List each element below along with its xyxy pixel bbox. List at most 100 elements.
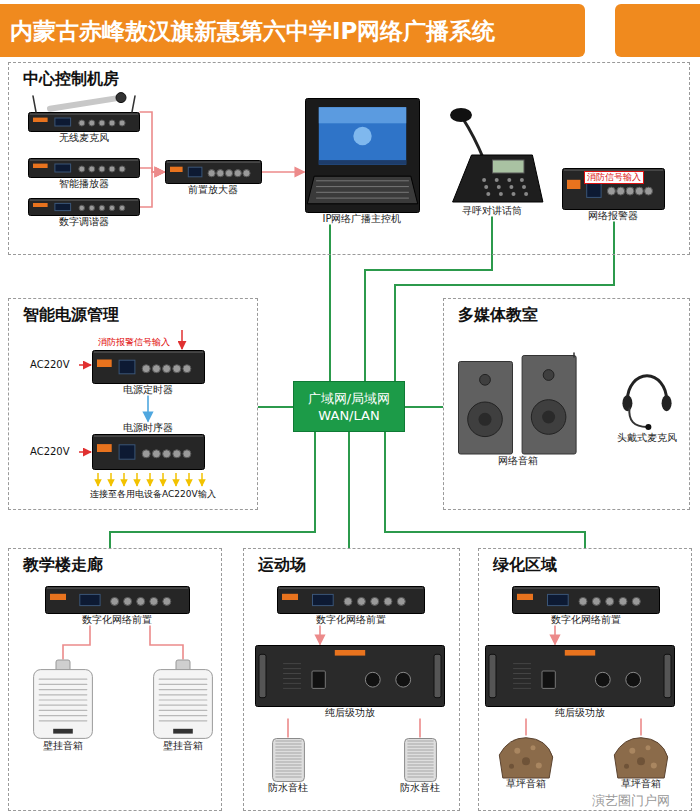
connector — [140, 172, 165, 207]
device-picture — [28, 660, 98, 740]
device: 电源定时器 — [92, 350, 205, 396]
area-panel: 多媒体教室网络音箱头戴式麦克风 — [443, 298, 690, 510]
drawing-line — [283, 678, 300, 679]
drawing-circle — [542, 410, 555, 423]
drawing-circle — [494, 178, 498, 182]
drawing-circle — [629, 747, 635, 753]
drawing-circle — [172, 364, 180, 372]
picture-holder — [92, 350, 205, 384]
drawing-line — [149, 473, 151, 486]
device-caption: 壁挂音箱 — [148, 740, 218, 752]
drawing-circle — [397, 597, 405, 605]
drawing-circle — [79, 205, 84, 210]
picture-holder — [440, 105, 545, 205]
network-box: 广域网/局域网WAN/LAN — [293, 381, 405, 432]
drawing-line — [50, 98, 116, 108]
area-heading: 智能电源管理 — [23, 305, 119, 326]
device-picture — [277, 586, 425, 614]
drawing-circle — [509, 185, 513, 189]
area-heading: 中心控制机房 — [23, 69, 119, 90]
drawing-line — [283, 668, 300, 669]
drawing-line — [573, 353, 575, 357]
device: 壁挂音箱 — [28, 660, 98, 752]
area-panel: 绿化区域数字化网络前置纯后级功放草坪音箱草坪音箱 — [478, 548, 692, 811]
drawing-rect — [564, 650, 594, 656]
drawing-circle — [511, 192, 515, 196]
drawing-line — [275, 749, 300, 750]
drawing-rect — [259, 654, 266, 697]
drawing-circle — [605, 597, 613, 605]
drawing-circle — [357, 597, 365, 605]
connector — [147, 396, 149, 422]
drawing-rect — [282, 593, 298, 599]
header-tab — [615, 4, 700, 57]
connector — [63, 626, 90, 660]
drawing-line — [181, 330, 183, 349]
drawing-line — [275, 746, 300, 747]
picture-holder — [277, 586, 425, 614]
drawing-line — [159, 683, 207, 684]
drawing-circle — [514, 747, 520, 753]
device-picture — [512, 586, 660, 614]
drawing-line — [283, 663, 300, 664]
drawing-circle — [531, 399, 566, 434]
picture-holder — [165, 160, 262, 184]
drawing-line — [159, 699, 207, 700]
drawing-rect — [45, 586, 189, 613]
device-caption: 无线麦克风 — [28, 132, 140, 144]
picture-holder — [394, 738, 447, 782]
drawing-rect — [562, 168, 664, 209]
drawing-line — [39, 709, 87, 710]
drawing-circle — [478, 412, 491, 425]
device-picture — [262, 738, 315, 782]
drawing-polygon — [452, 155, 542, 202]
drawing-circle — [607, 187, 615, 195]
area-panel: 教学楼走廊数字化网络前置壁挂音箱壁挂音箱 — [8, 548, 222, 811]
drawing-line — [39, 699, 87, 700]
drawing-ellipse — [450, 108, 472, 122]
drawing-line — [316, 186, 408, 187]
drawing-rect — [33, 669, 92, 738]
drawing-line — [39, 694, 87, 695]
drawing-rect — [514, 587, 658, 588]
device: 无线麦克风 — [28, 92, 140, 144]
drawing-rect — [30, 159, 138, 160]
drawing-circle — [152, 449, 160, 457]
device-caption: IP网络广播主控机 — [305, 213, 420, 225]
drawing-line — [513, 663, 530, 664]
area-heading: 教学楼走廊 — [23, 555, 103, 576]
connector — [419, 719, 421, 738]
drawing-circle — [152, 364, 160, 372]
drawing-circle — [353, 126, 371, 144]
drawing-line — [159, 709, 207, 710]
drawing-circle — [225, 169, 232, 176]
device-picture — [497, 736, 555, 778]
device-picture — [440, 105, 545, 205]
area-heading: 多媒体教室 — [458, 305, 538, 326]
device-caption: 草坪音箱 — [497, 778, 555, 790]
drawing-rect — [492, 160, 524, 173]
device-caption: 防水音柱 — [262, 782, 315, 794]
drawing-circle — [509, 763, 514, 768]
picture-holder — [262, 738, 315, 782]
drawing-rect — [334, 650, 364, 656]
drawing-circle — [395, 672, 410, 687]
picture-holder — [255, 645, 445, 707]
drawing-rect — [485, 645, 674, 706]
device-picture — [165, 160, 262, 184]
drawing-rect — [50, 593, 66, 599]
drawing-line — [275, 761, 300, 762]
drawing-circle — [645, 423, 651, 429]
signal-label: 消防信号输入 — [584, 171, 644, 184]
device-picture — [612, 736, 670, 778]
connector — [329, 225, 331, 382]
drawing-circle — [626, 187, 634, 195]
drawing-circle — [116, 92, 126, 102]
drawing-circle — [142, 364, 150, 372]
drawing-g — [98, 473, 202, 486]
drawing-circle — [579, 597, 587, 605]
drawing-line — [162, 473, 164, 486]
drawing-rect — [279, 587, 423, 588]
drawing-circle — [119, 120, 125, 126]
drawing-rect — [30, 199, 138, 200]
